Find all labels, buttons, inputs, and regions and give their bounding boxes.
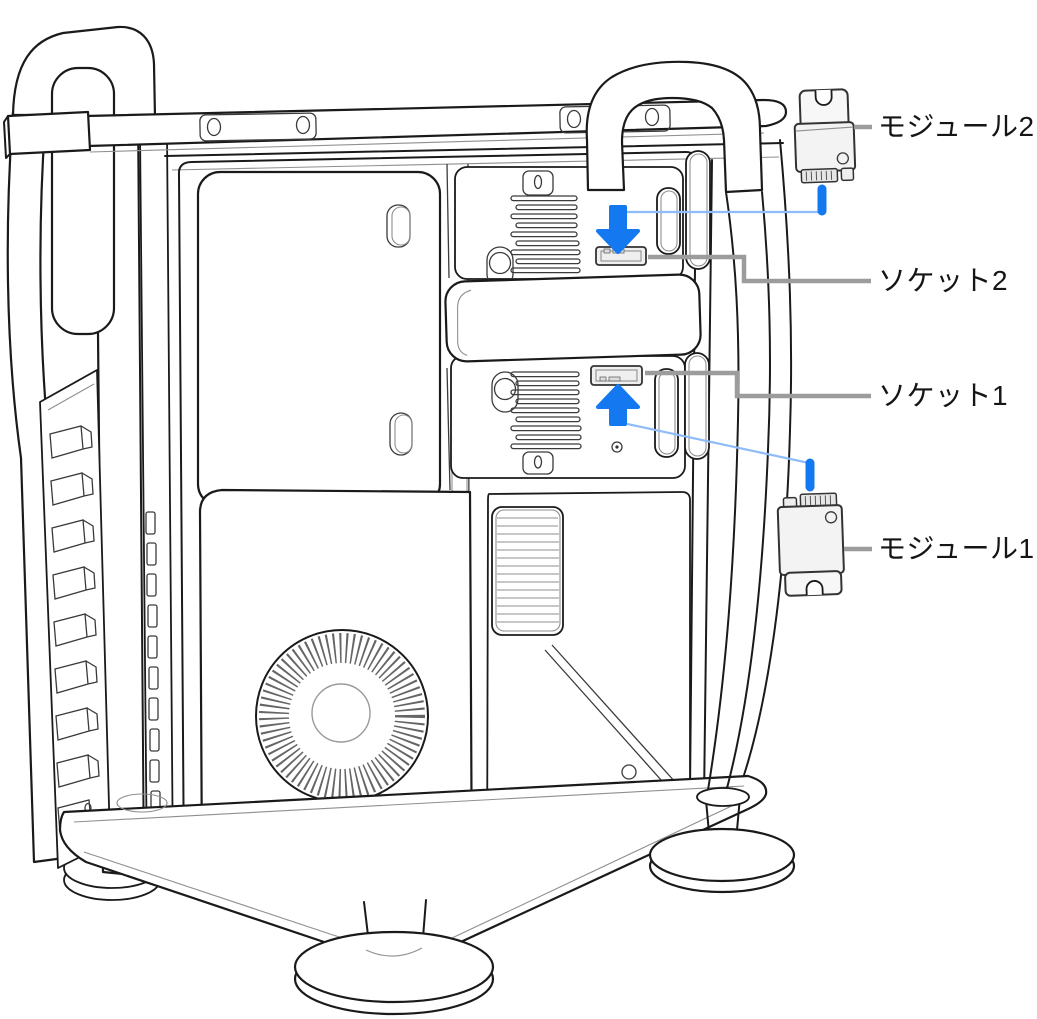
upper-heatsink [486, 170, 581, 288]
up-arrow-icon [596, 384, 640, 426]
module-1-guide-line [616, 420, 811, 465]
ssd-socket-1 [590, 365, 643, 386]
side-access-panel [196, 170, 442, 508]
ssd-cover-bar [444, 273, 702, 363]
down-arrow-icon [596, 205, 640, 254]
right-frame-tubes [707, 139, 793, 793]
callout-line-socket1 [645, 370, 871, 399]
module-2-connector [800, 167, 855, 184]
label-socket-2: ソケット2 [878, 265, 1009, 296]
lower-heatsink [491, 371, 582, 475]
right-wall-slots [684, 150, 711, 460]
ssd-module-1 [776, 492, 845, 597]
insertion-guides [596, 184, 827, 492]
label-module-1: モジュール1 [878, 533, 1035, 564]
label-module-2: モジュール2 [878, 111, 1035, 142]
label-socket-1: ソケット1 [878, 380, 1009, 411]
callout-line-socket2 [648, 254, 871, 284]
front-foot [293, 899, 495, 1016]
lower-ssd-bay [450, 355, 686, 479]
right-handle [585, 60, 764, 194]
callout-lines [645, 124, 872, 552]
right-foot [648, 787, 796, 894]
ssd-module-2 [793, 88, 857, 184]
vent-grille [491, 506, 564, 636]
handle-cutout [50, 66, 116, 336]
upper-ssd-bay [454, 166, 684, 288]
